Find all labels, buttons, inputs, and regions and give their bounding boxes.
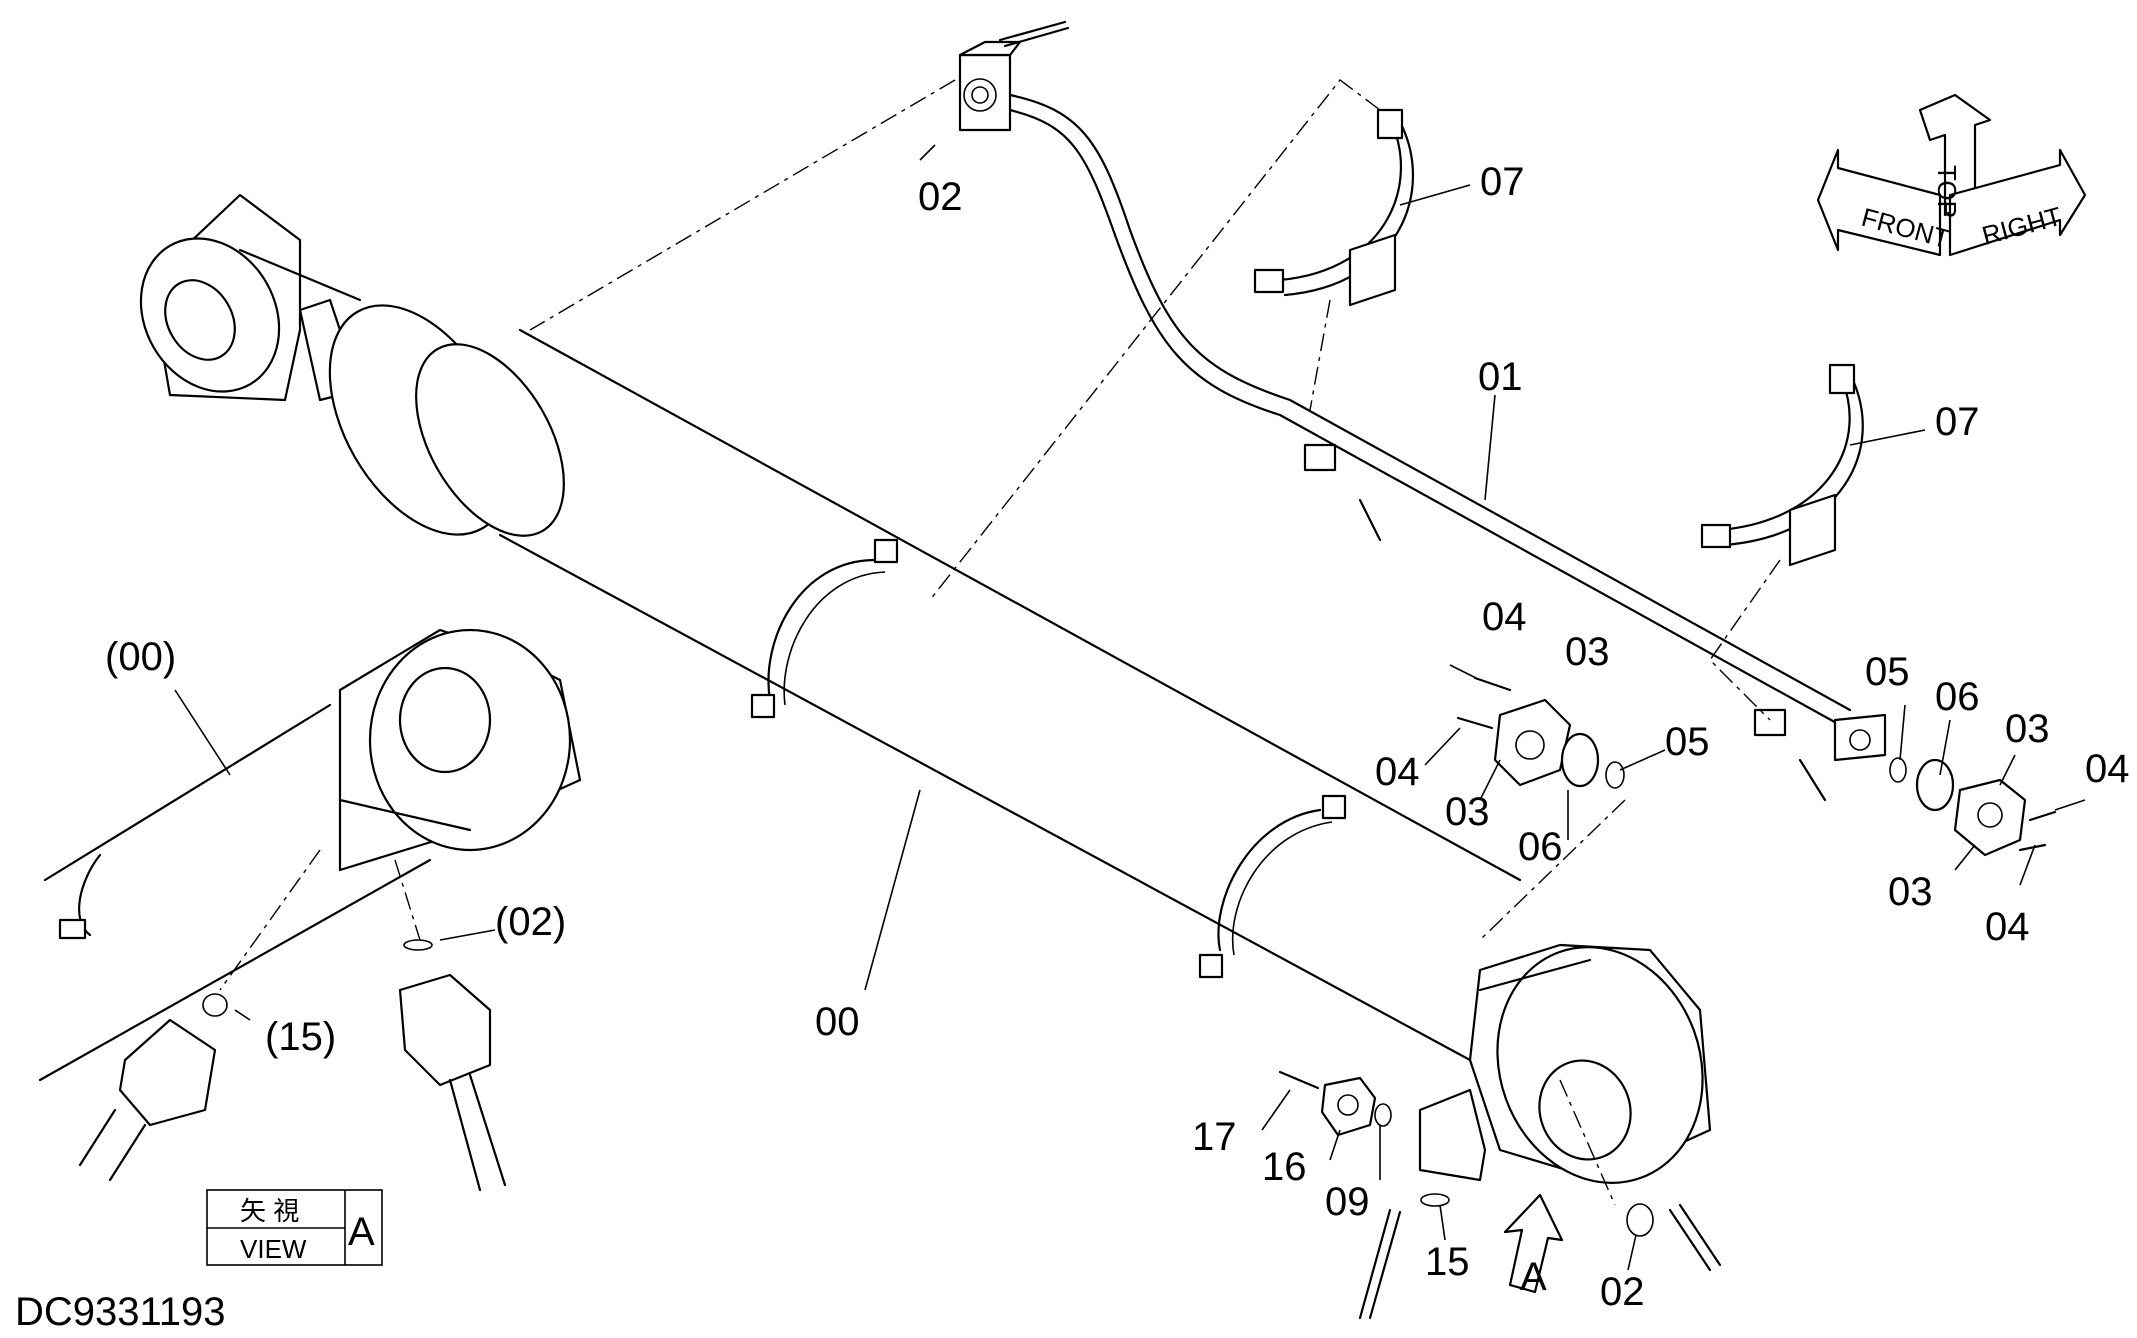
document-id: DC9331193 xyxy=(15,1290,226,1334)
callout-04-d: 04 xyxy=(1985,905,2030,949)
orientation-indicator: TOP FRONT RIGHT xyxy=(1816,93,2087,257)
pipe-clamp-upper xyxy=(1253,108,1414,307)
callout-03-c: 03 xyxy=(2005,707,2050,751)
callout-00-paren: (00) xyxy=(105,635,176,679)
hydraulic-cylinder xyxy=(139,193,1712,1184)
view-kanji-label: 矢 視 xyxy=(240,1196,299,1226)
leader-dashed-lines xyxy=(219,79,1781,1206)
pipe-clamp-middle xyxy=(1700,363,1864,567)
callout-03-d: 03 xyxy=(1888,870,1933,914)
leader-lines xyxy=(174,144,2086,1271)
callout-07-mid: 07 xyxy=(1935,400,1980,444)
view-word-label: VIEW xyxy=(240,1234,307,1264)
callout-04-b: 04 xyxy=(1375,750,1420,794)
split-flange-group-center xyxy=(1456,676,1625,789)
callout-02-bottom: 02 xyxy=(1600,1270,1645,1314)
callout-02-top: 02 xyxy=(918,175,963,219)
callout-15-paren: (15) xyxy=(265,1015,336,1059)
callout-03-b: 03 xyxy=(1445,790,1490,834)
callout-09: 09 xyxy=(1325,1180,1370,1224)
callout-04-a: 04 xyxy=(1482,595,1527,639)
callout-07-top: 07 xyxy=(1480,160,1525,204)
callout-15: 15 xyxy=(1425,1240,1470,1284)
callout-06-a: 06 xyxy=(1518,825,1563,869)
view-letter-label: A xyxy=(348,1210,375,1254)
callout-02-paren: (02) xyxy=(495,900,566,944)
split-flange-group-right xyxy=(1889,757,2057,857)
view-arrow-letter: A xyxy=(1520,1255,1547,1299)
head-end-flange xyxy=(1278,1070,1722,1320)
callout-05-b: 05 xyxy=(1865,650,1910,694)
hydraulic-pipe xyxy=(958,20,1887,802)
callout-05-a: 05 xyxy=(1665,720,1710,764)
callout-04-c: 04 xyxy=(2085,747,2130,791)
callout-03-a: 03 xyxy=(1565,630,1610,674)
callout-06-b: 06 xyxy=(1935,675,1980,719)
view-a-detail xyxy=(38,628,582,1192)
view-a-legend: 矢 視 VIEW A xyxy=(206,1189,383,1266)
orientation-top-label: TOP xyxy=(1932,165,1962,218)
callout-17: 17 xyxy=(1192,1115,1237,1159)
view-direction-arrow: A xyxy=(1503,1193,1564,1299)
callout-00: 00 xyxy=(815,1000,860,1044)
callout-01: 01 xyxy=(1478,355,1523,399)
callout-16: 16 xyxy=(1262,1145,1307,1189)
part-callouts: 02 07 01 07 04 03 04 03 06 05 05 06 03 0… xyxy=(105,160,2130,1314)
